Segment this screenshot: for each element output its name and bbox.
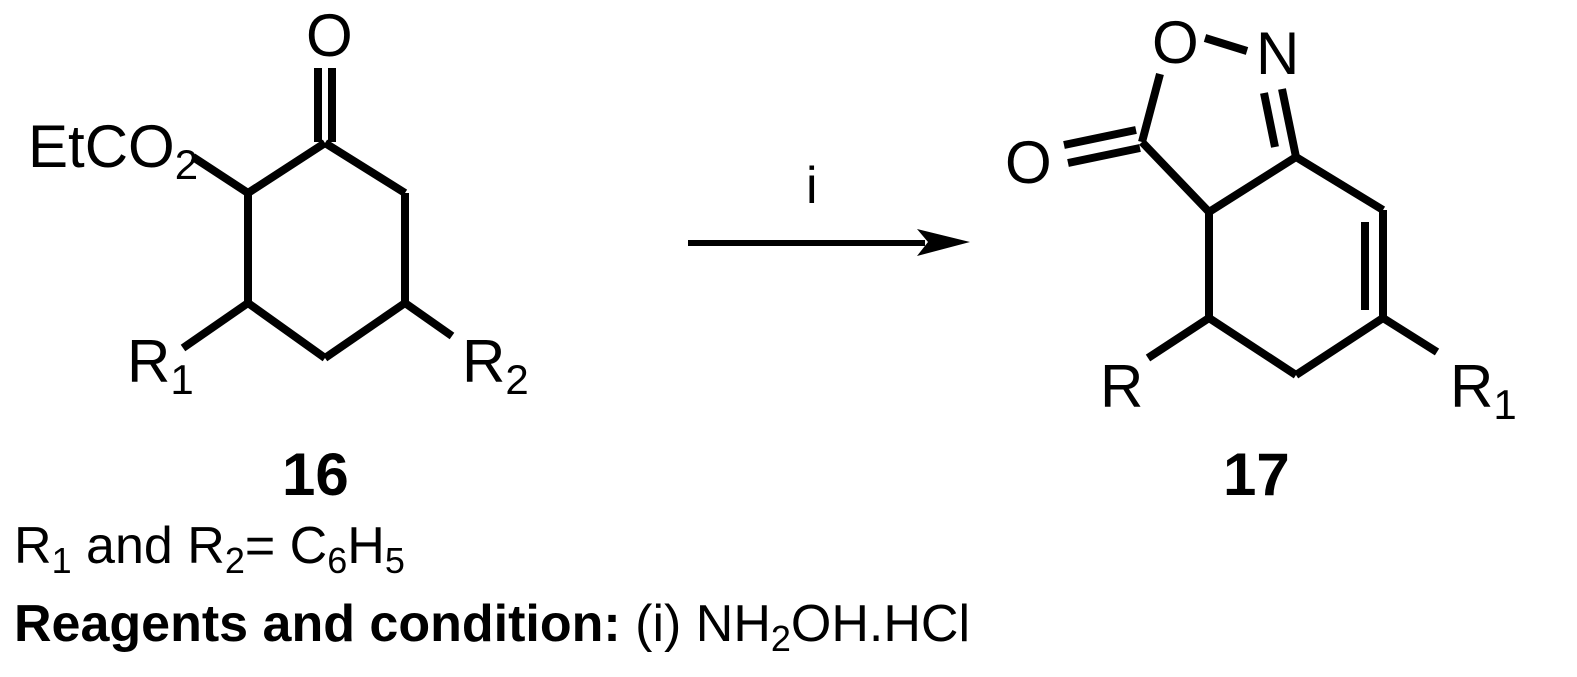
reactant-structure: O EtCO2 R1 R2 16	[28, 2, 529, 508]
carbonyl-oxygen-label: O	[306, 2, 353, 69]
r1-label: R1	[127, 328, 194, 403]
ester-label: EtCO2	[28, 113, 198, 188]
product-structure: O N O R R1 17	[1005, 9, 1517, 508]
compound-16-label: 16	[282, 441, 349, 508]
arrow-reagent-label: i	[806, 157, 818, 215]
substituent-definition: R1 and R2= C6H5	[14, 517, 405, 581]
reaction-arrow: i	[688, 157, 970, 256]
conditions-heading: Reagents and condition:	[14, 595, 621, 653]
r1-label: R1	[1450, 353, 1517, 428]
ester-bond	[190, 153, 251, 197]
r2-bond	[402, 299, 455, 340]
ring-oxygen-label: O	[1152, 9, 1199, 76]
r1-bond	[180, 299, 251, 352]
ring-nitrogen-label: N	[1256, 20, 1299, 87]
r-bond	[1145, 314, 1212, 362]
r2-label: R2	[462, 328, 529, 403]
r1-bond	[1380, 314, 1440, 356]
compound-17-label: 17	[1223, 441, 1290, 508]
arrow-head-icon	[917, 229, 970, 256]
reaction-conditions: Reagents and condition: (i) NH2OH.HCl	[14, 595, 971, 659]
carbonyl-oxygen-label: O	[1005, 129, 1052, 196]
r-label: R	[1100, 353, 1143, 420]
